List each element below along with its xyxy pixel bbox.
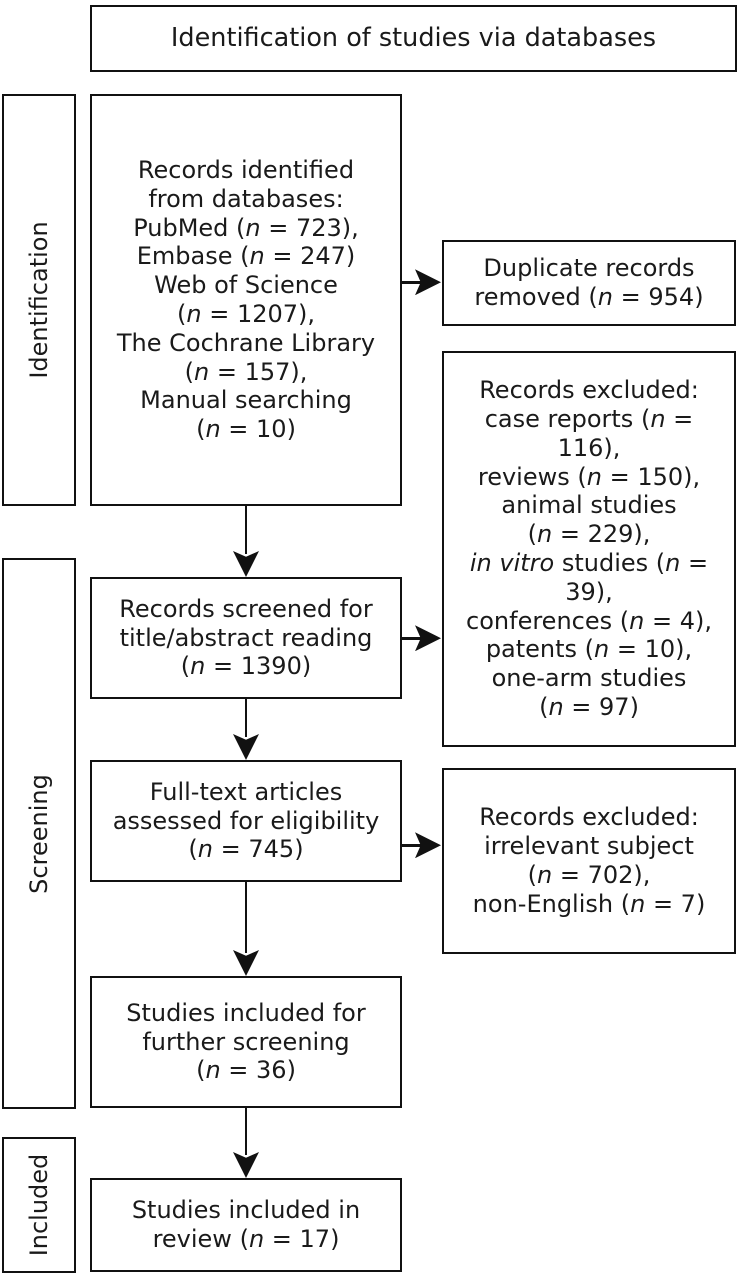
stage-label-identification: Identification bbox=[25, 221, 53, 379]
connector-identified-to-screened-line bbox=[244, 506, 248, 554]
box-records-excluded-eligibility-text: Records excluded: irrelevant subject (n … bbox=[472, 803, 706, 918]
connector-identified-to-duplicates-line bbox=[402, 281, 427, 284]
diagram-header-title: Identification of studies via databases bbox=[170, 23, 657, 54]
connector-fulltext-to-excluded-line bbox=[402, 844, 427, 847]
box-fulltext-assessed-text: Full-text articles assessed for eligibil… bbox=[112, 777, 380, 864]
connector-fulltext-to-further-line bbox=[244, 882, 248, 953]
box-records-screened-text: Records screened for title/abstract read… bbox=[119, 594, 373, 681]
box-duplicate-records-removed-text: Duplicate records removed (n = 954) bbox=[474, 254, 704, 311]
box-records-screened: Records screened for title/abstract read… bbox=[90, 577, 402, 699]
stage-rail-screening: Screening bbox=[2, 558, 76, 1109]
box-records-identified: Records identified from databases: PubMe… bbox=[90, 94, 402, 506]
diagram-header-box: Identification of studies via databases bbox=[90, 5, 737, 72]
box-studies-further-screening-text: Studies included for further screening (… bbox=[126, 998, 366, 1085]
box-records-identified-text: Records identified from databases: PubMe… bbox=[116, 156, 376, 444]
box-studies-further-screening: Studies included for further screening (… bbox=[90, 976, 402, 1108]
stage-rail-identification: Identification bbox=[2, 94, 76, 506]
box-fulltext-assessed: Full-text articles assessed for eligibil… bbox=[90, 760, 402, 882]
box-records-excluded-screening: Records excluded: case reports (n = 116)… bbox=[442, 351, 736, 747]
connector-screened-to-fulltext-line bbox=[244, 699, 248, 737]
stage-label-included: Included bbox=[25, 1153, 53, 1257]
box-duplicate-records-removed: Duplicate records removed (n = 954) bbox=[442, 240, 736, 326]
box-records-excluded-screening-text: Records excluded: case reports (n = 116)… bbox=[466, 376, 712, 721]
stage-rail-included: Included bbox=[2, 1137, 76, 1273]
connector-further-to-review-line bbox=[244, 1108, 248, 1155]
box-studies-included-review: Studies included in review (n = 17) bbox=[90, 1178, 402, 1272]
box-records-excluded-eligibility: Records excluded: irrelevant subject (n … bbox=[442, 768, 736, 954]
stage-label-screening: Screening bbox=[25, 773, 53, 894]
box-studies-included-review-text: Studies included in review (n = 17) bbox=[131, 1196, 361, 1253]
connector-screened-to-excluded-line bbox=[402, 637, 427, 640]
